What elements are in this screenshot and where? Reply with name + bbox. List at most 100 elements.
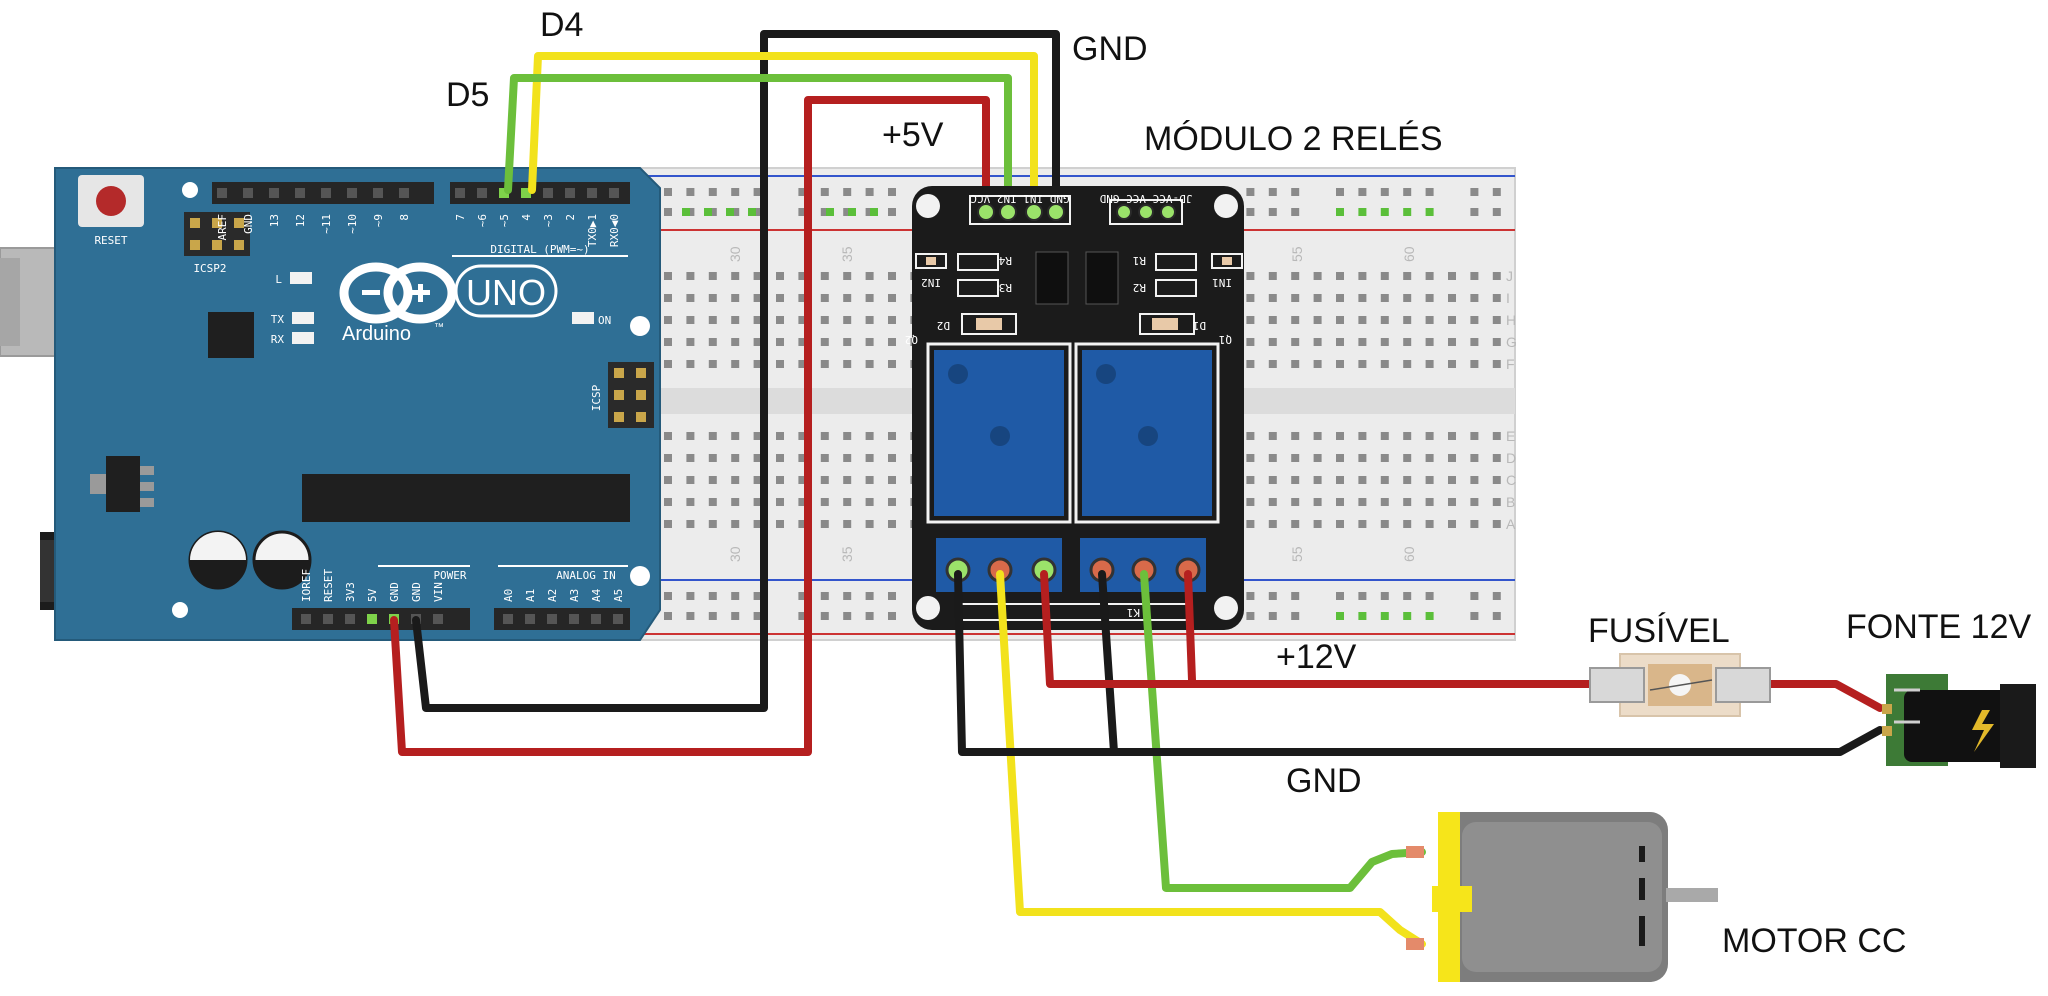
digital-pin[interactable] — [217, 188, 227, 198]
breadboard-hole — [820, 432, 829, 440]
digital-pin[interactable] — [499, 188, 509, 198]
digital-pin[interactable] — [373, 188, 383, 198]
digital-pin[interactable] — [477, 188, 487, 198]
breadboard-rail-hole — [1291, 208, 1300, 216]
analog-pin[interactable] — [591, 614, 601, 624]
breadboard-rail-hole — [826, 208, 834, 216]
breadboard-rail-hole — [1336, 188, 1344, 196]
breadboard-hole — [798, 454, 807, 462]
digital-label: DIGITAL (PWM=~) — [490, 243, 589, 256]
breadboard-hole — [1448, 338, 1456, 346]
analog-pin[interactable] — [613, 614, 623, 624]
breadboard-rail-hole — [843, 612, 852, 620]
breadboard-rail-hole — [753, 592, 762, 600]
led-on — [572, 312, 594, 324]
analog-pin-label: A5 — [612, 589, 625, 602]
breadboard-number: 35 — [839, 546, 855, 562]
digital-pin-label: 12 — [294, 214, 307, 227]
analog-pin[interactable] — [569, 614, 579, 624]
breadboard-hole — [798, 316, 807, 324]
breadboard-hole — [708, 338, 717, 346]
power-source-12v — [1882, 674, 2036, 768]
load-wires — [954, 570, 1884, 948]
digital-pin[interactable] — [321, 188, 331, 198]
breadboard-hole — [1313, 454, 1322, 462]
power-pin[interactable] — [367, 614, 377, 624]
digital-pin[interactable] — [295, 188, 305, 198]
digital-pin[interactable] — [609, 188, 619, 198]
breadboard-hole — [1492, 272, 1501, 280]
breadboard-number: 55 — [1289, 546, 1305, 562]
capacitor — [188, 530, 248, 590]
digital-pin[interactable] — [587, 188, 597, 198]
breadboard-hole — [776, 432, 784, 440]
breadboard-hole — [1268, 498, 1277, 506]
power-pin-label: IOREF — [300, 569, 313, 602]
breadboard-hole — [1336, 316, 1344, 324]
breadboard-rail-hole — [1268, 188, 1277, 196]
breadboard-hole — [664, 360, 672, 368]
digital-pin[interactable] — [455, 188, 465, 198]
breadboard-hole — [1380, 338, 1389, 346]
breadboard-hole — [888, 498, 896, 506]
breadboard-rail-hole — [1246, 188, 1255, 196]
breadboard-rail-hole — [1291, 188, 1300, 196]
breadboard-hole — [1358, 360, 1367, 368]
breadboard-rail-hole — [1336, 208, 1344, 216]
power-pin[interactable] — [345, 614, 355, 624]
digital-pin[interactable] — [521, 188, 531, 198]
digital-pin[interactable] — [399, 188, 409, 198]
digital-pin[interactable] — [243, 188, 253, 198]
dc-motor — [1406, 812, 1718, 982]
brand-label: Arduino — [342, 323, 411, 345]
breadboard-hole — [1291, 338, 1300, 346]
breadboard-hole — [1448, 498, 1456, 506]
digital-pin[interactable] — [565, 188, 575, 198]
breadboard-hole — [1380, 272, 1389, 280]
breadboard-hole — [843, 520, 852, 528]
analog-pin[interactable] — [547, 614, 557, 624]
analog-pin[interactable] — [503, 614, 513, 624]
power-pin[interactable] — [301, 614, 311, 624]
power-pin[interactable] — [433, 614, 443, 624]
breadboard-hole — [865, 316, 874, 324]
breadboard-hole — [708, 476, 717, 484]
breadboard-hole — [1313, 272, 1322, 280]
breadboard-hole — [776, 520, 784, 528]
breadboard-hole — [1336, 520, 1344, 528]
breadboard-hole — [865, 432, 874, 440]
breadboard-rail-hole — [820, 612, 829, 620]
breadboard-rail-hole — [865, 592, 874, 600]
breadboard-rail-hole — [708, 612, 717, 620]
breadboard-rail-hole — [798, 612, 807, 620]
breadboard-hole — [686, 520, 695, 528]
breadboard-rail-hole — [888, 592, 896, 600]
breadboard-hole — [1492, 294, 1501, 302]
breadboard-hole — [776, 360, 784, 368]
analog-pin[interactable] — [525, 614, 535, 624]
wire-d4 — [528, 52, 1038, 204]
breadboard-rail-hole — [1492, 612, 1501, 620]
digital-pin[interactable] — [269, 188, 279, 198]
power-pin[interactable] — [323, 614, 333, 624]
breadboard-row-letter: B — [1506, 494, 1515, 510]
reset-button-cap[interactable] — [96, 186, 126, 216]
breadboard-hole — [865, 520, 874, 528]
r1-label: R1 — [1133, 254, 1146, 267]
breadboard-hole — [865, 360, 874, 368]
breadboard-hole — [731, 520, 740, 528]
digital-pin[interactable] — [347, 188, 357, 198]
breadboard-hole — [1403, 338, 1412, 346]
breadboard-hole — [1448, 316, 1456, 324]
breadboard-hole — [1425, 432, 1434, 440]
breadboard-hole — [1470, 272, 1479, 280]
plus12v-label: +12V — [1276, 638, 1357, 676]
breadboard-rail-hole — [888, 612, 896, 620]
digital-pin[interactable] — [543, 188, 553, 198]
breadboard-row-letter: E — [1506, 428, 1515, 444]
breadboard-rail-hole — [748, 208, 756, 216]
trademark-label: ™ — [434, 322, 444, 333]
breadboard-rail-hole — [848, 208, 856, 216]
